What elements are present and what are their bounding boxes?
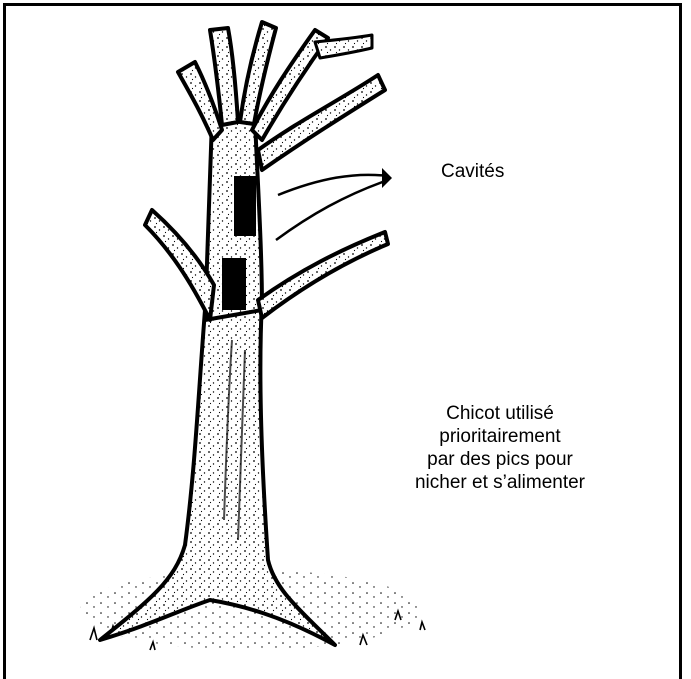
caption-line: nicher et s’alimenter xyxy=(375,471,625,494)
snag-caption: Chicot utilisé prioritairement par des p… xyxy=(375,402,625,494)
cavity-upper xyxy=(234,176,256,236)
cavities-label: Cavités xyxy=(441,161,504,183)
tree xyxy=(100,22,388,645)
cavity-leader-lines xyxy=(276,168,392,240)
cavity-lower xyxy=(222,258,246,310)
caption-line: prioritairement xyxy=(375,425,625,448)
caption-line: par des pics pour xyxy=(375,448,625,471)
branch-right-lower xyxy=(258,232,388,318)
caption-line: Chicot utilisé xyxy=(375,402,625,425)
branch-left-lower xyxy=(145,210,214,320)
